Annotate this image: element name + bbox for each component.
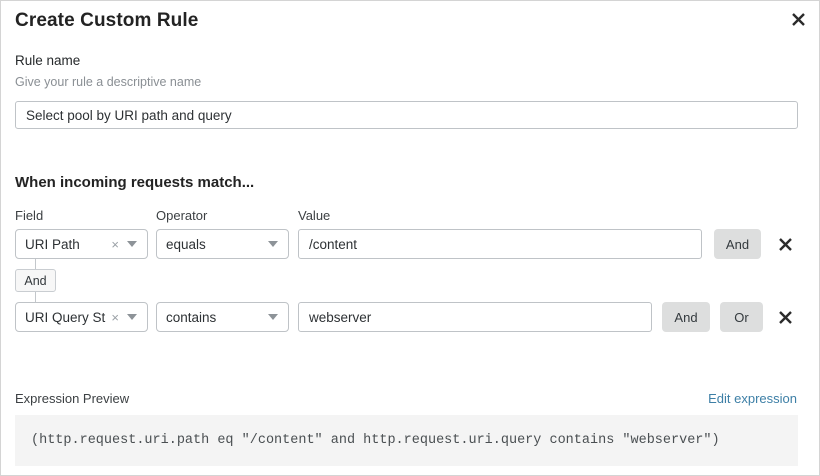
- condition-row: URI Query St... × contains And Or: [1, 302, 819, 332]
- operator-select-1-value: equals: [166, 236, 206, 252]
- rule-name-input[interactable]: [15, 101, 798, 129]
- expression-preview-box: (http.request.uri.path eq "/content" and…: [15, 415, 798, 466]
- operator-select-2-value: contains: [166, 309, 217, 325]
- field-select-1-value: URI Path: [25, 236, 80, 252]
- row-1-remove-icon[interactable]: [774, 229, 796, 259]
- value-input-2[interactable]: [298, 302, 652, 332]
- edit-expression-link[interactable]: Edit expression: [708, 391, 797, 406]
- row-2-remove-icon[interactable]: [774, 302, 796, 332]
- connector-line-top: [35, 259, 36, 269]
- connector-line-bottom: [35, 292, 36, 302]
- rule-name-help-text: Give your rule a descriptive name: [15, 75, 202, 89]
- operator-select-2[interactable]: contains: [156, 302, 289, 332]
- condition-row: URI Path × equals And: [1, 229, 819, 259]
- chevron-down-icon: [127, 241, 137, 247]
- field-select-2-clear-icon[interactable]: ×: [111, 309, 119, 325]
- rule-name-label: Rule name: [15, 53, 81, 68]
- field-select-2[interactable]: URI Query St... ×: [15, 302, 148, 332]
- column-header-operator: Operator: [156, 208, 208, 223]
- expression-preview-text: (http.request.uri.path eq "/content" and…: [31, 433, 720, 448]
- field-select-1[interactable]: URI Path ×: [15, 229, 148, 259]
- row-2-or-button[interactable]: Or: [720, 302, 763, 332]
- conditions-section-title: When incoming requests match...: [15, 174, 255, 191]
- condition-connector-and[interactable]: And: [15, 269, 56, 292]
- column-header-value: Value: [298, 208, 331, 223]
- value-input-1[interactable]: [298, 229, 702, 259]
- chevron-down-icon: [268, 314, 278, 320]
- expression-preview-label: Expression Preview: [15, 391, 130, 406]
- field-select-2-value: URI Query St...: [25, 309, 106, 325]
- row-2-and-button[interactable]: And: [662, 302, 710, 332]
- dialog-title: Create Custom Rule: [15, 10, 199, 31]
- column-header-field: Field: [15, 208, 44, 223]
- close-icon[interactable]: [785, 6, 811, 32]
- field-select-1-clear-icon[interactable]: ×: [111, 236, 119, 252]
- chevron-down-icon: [268, 241, 278, 247]
- row-1-and-button[interactable]: And: [714, 229, 761, 259]
- operator-select-1[interactable]: equals: [156, 229, 289, 259]
- chevron-down-icon: [127, 314, 137, 320]
